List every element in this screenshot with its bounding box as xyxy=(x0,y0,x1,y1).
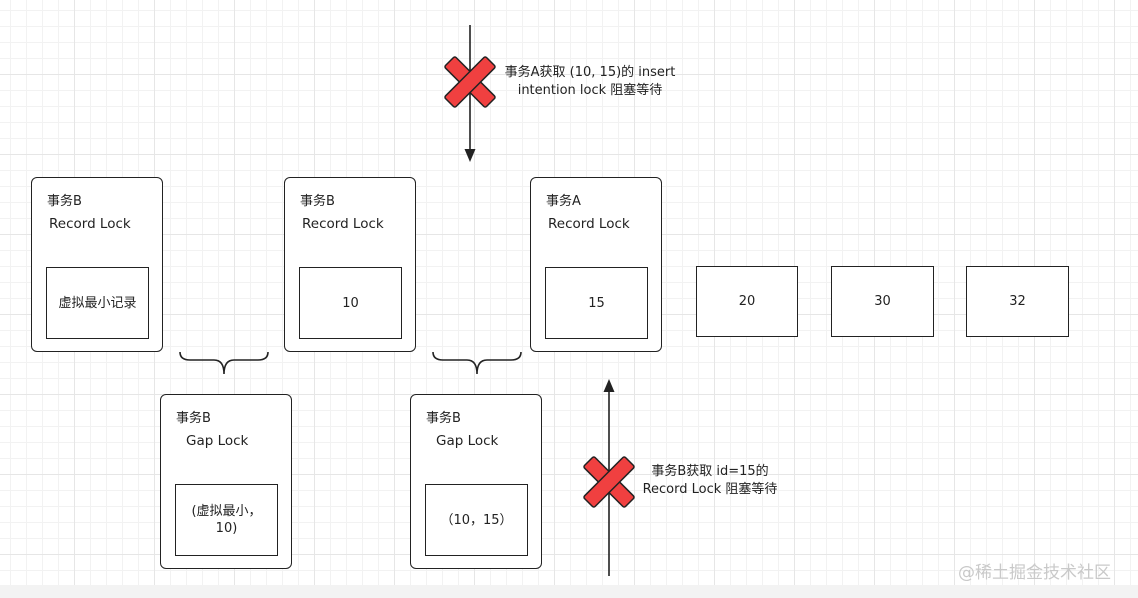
gap-range-text: (虚拟最小， 10) xyxy=(191,504,262,536)
blocked-x-icon xyxy=(444,56,496,108)
brace-gap-10-15 xyxy=(432,351,522,375)
record-cell: 10 xyxy=(299,267,402,339)
record-32: 32 xyxy=(966,266,1069,337)
gap-lock-10-15-box: 事务B Gap Lock （10，15） xyxy=(410,394,542,569)
watermark: @稀土掘金技术社区 xyxy=(958,563,1111,583)
note-line: 事务A获取 (10, 15)的 insert xyxy=(504,65,676,80)
lock-type-label: Gap Lock xyxy=(436,433,499,449)
lock-type-label: Record Lock xyxy=(302,216,384,232)
txn-label: 事务B xyxy=(176,411,211,426)
note-line: 事务B获取 id=15的 xyxy=(651,464,769,479)
lock-type-label: Record Lock xyxy=(49,216,131,232)
record-lock-10-box: 事务B Record Lock 10 xyxy=(284,177,416,352)
record-lock-wait-note: 事务B获取 id=15的 Record Lock 阻塞等待 xyxy=(630,463,790,499)
record-30: 30 xyxy=(831,266,934,337)
brace-gap-min-10 xyxy=(179,351,269,375)
gap-lock-min-10-box: 事务B Gap Lock (虚拟最小， 10) xyxy=(160,394,292,569)
lock-type-label: Record Lock xyxy=(548,216,630,232)
txn-label: 事务A xyxy=(546,194,581,209)
note-line: intention lock 阻塞等待 xyxy=(517,83,663,98)
bottom-strip xyxy=(0,585,1138,598)
record-cell: 15 xyxy=(545,267,648,339)
record-lock-15-box: 事务A Record Lock 15 xyxy=(530,177,662,352)
gap-range-cell: (虚拟最小， 10) xyxy=(175,484,278,556)
lock-type-label: Gap Lock xyxy=(186,433,249,449)
gap-range-cell: （10，15） xyxy=(425,484,528,556)
note-line: Record Lock 阻塞等待 xyxy=(642,482,778,497)
record-20: 20 xyxy=(696,266,798,337)
record-lock-min-box: 事务B Record Lock 虚拟最小记录 xyxy=(31,177,163,352)
insert-intention-note: 事务A获取 (10, 15)的 insert intention lock 阻塞… xyxy=(500,64,680,100)
record-cell: 虚拟最小记录 xyxy=(46,267,149,339)
blocked-x-icon xyxy=(583,456,635,508)
txn-label: 事务B xyxy=(300,194,335,209)
txn-label: 事务B xyxy=(426,411,461,426)
txn-label: 事务B xyxy=(47,194,82,209)
